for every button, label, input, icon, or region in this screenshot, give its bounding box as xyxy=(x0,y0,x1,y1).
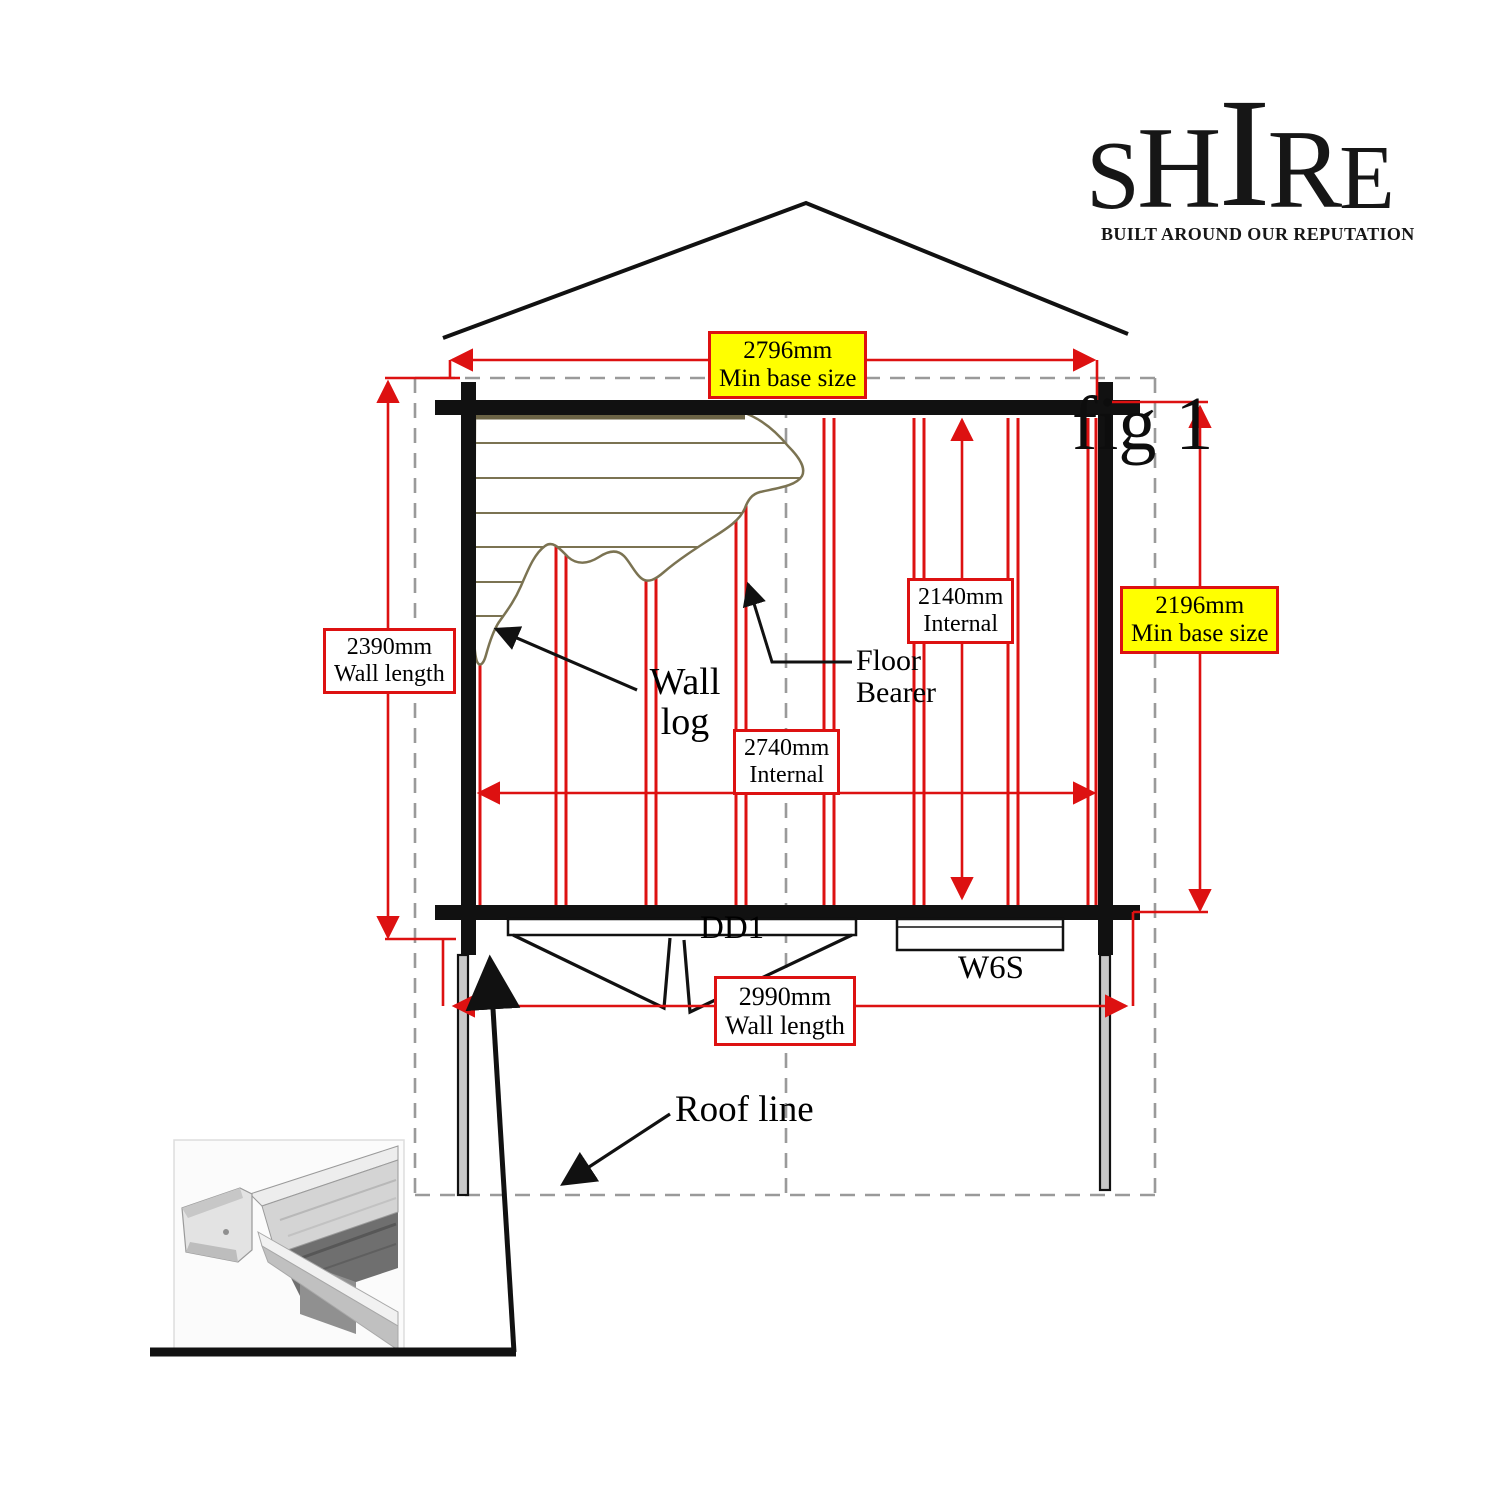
walls xyxy=(435,382,1140,955)
post-left xyxy=(456,953,470,1197)
dim-caption: Internal xyxy=(923,610,998,637)
wall-log-line2: log xyxy=(660,700,710,743)
brand-tagline: BUILT AROUND OUR REPUTATION xyxy=(1101,224,1415,244)
brand-letter: I xyxy=(1218,66,1270,240)
dim-label-right: 2196mm Min base size xyxy=(1120,586,1280,654)
wall-right xyxy=(1098,382,1113,955)
door-label: DD1 xyxy=(700,910,765,946)
dim-label-internal-width: 2740mm Internal xyxy=(733,729,841,795)
floor-bearer-line1: Floor xyxy=(856,644,922,677)
corner-posts xyxy=(456,953,1112,1197)
dim-value: 2990mm xyxy=(738,982,832,1011)
dim-caption: Wall length xyxy=(334,660,445,687)
roof-peak-line xyxy=(442,200,1129,340)
dim-value: 2196mm xyxy=(1155,592,1245,619)
brand-letter: R xyxy=(1267,107,1342,232)
roof-line-label: Roof line xyxy=(675,1089,814,1130)
brand-letter: E xyxy=(1339,127,1395,229)
wall-bottom xyxy=(435,905,1140,920)
door-dd1 xyxy=(506,917,858,1015)
floor-bearer-label: Floor Bearer xyxy=(856,645,936,708)
dim-label-internal-height: 2140mm Internal xyxy=(907,578,1015,644)
post-right xyxy=(1098,953,1112,1192)
wall-log-line1: Wall xyxy=(649,661,721,703)
photo-callout-arrow xyxy=(465,954,521,1353)
dim-value: 2796mm xyxy=(743,337,833,364)
window-w6s xyxy=(895,917,1065,952)
dim-value: 2390mm xyxy=(346,634,433,660)
window-label: W6S xyxy=(958,950,1024,986)
dim-label-top: 2796mm Min base size xyxy=(708,331,868,399)
dim-value: 2140mm xyxy=(918,584,1004,610)
brand-letter: S xyxy=(1086,122,1140,230)
wall-log-photo xyxy=(173,1139,405,1353)
dim-label-bottom: 2990mm Wall length xyxy=(714,976,856,1047)
wall-log-label: Wall log xyxy=(628,661,742,743)
wall-left xyxy=(461,382,476,955)
dim-caption: Internal xyxy=(749,761,824,788)
wall-log-arrow xyxy=(493,626,638,692)
wall-top xyxy=(435,400,1140,415)
dim-caption: Wall length xyxy=(725,1011,845,1041)
dim-caption: Min base size xyxy=(719,365,857,392)
floor-bearer-arrow xyxy=(742,581,852,664)
floor-bearer-line2: Bearer xyxy=(856,675,936,709)
dim-value: 2740mm xyxy=(744,735,830,761)
brand-letter: H xyxy=(1136,103,1221,233)
roof-line-arrow xyxy=(560,1112,671,1186)
figure-label: fig 1 xyxy=(1072,382,1214,466)
leader-arrows xyxy=(465,581,852,1353)
dim-caption: Min base size xyxy=(1131,620,1269,647)
dim-label-left: 2390mm Wall length xyxy=(323,628,456,694)
